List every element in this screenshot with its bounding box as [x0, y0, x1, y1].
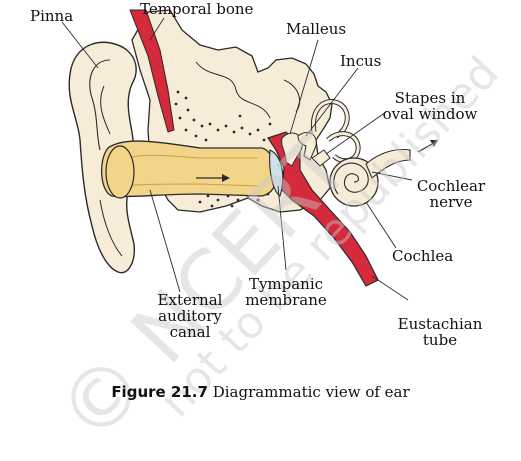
- pinna-fold: [99, 199, 123, 257]
- temporal-bone-vessel: [129, 9, 175, 133]
- incus-shape: [297, 131, 317, 161]
- label-cochlear-line2: nerve: [429, 193, 473, 211]
- leader-lines: [61, 17, 413, 301]
- nerve-arrow: [417, 143, 433, 153]
- label-stapes-line2: oval window: [382, 105, 478, 123]
- cochlea-spiral: [333, 162, 369, 195]
- label-incus: Incus: [340, 52, 382, 70]
- label-temporal-bone: Temporal bone: [140, 0, 254, 18]
- bone-texture: [174, 90, 272, 208]
- label-eustachian-line1: Eustachian: [397, 315, 483, 333]
- label-external-line1: External: [157, 291, 223, 309]
- eustachian-tube-shape: [267, 131, 379, 287]
- semicircular-canal: [311, 100, 349, 138]
- ear-illustration: [61, 9, 438, 301]
- stapes-shape: [311, 149, 331, 167]
- figure-number: Figure 21.7: [111, 383, 208, 401]
- pinna-fold: [100, 85, 111, 135]
- figure-caption: Figure 21.7 Diagrammatic view of ear: [0, 383, 521, 401]
- label-eustachian-line2: tube: [422, 331, 458, 349]
- pinna-fold: [89, 59, 111, 151]
- label-cochlea: Cochlea: [392, 247, 454, 265]
- label-eustachian-tube: Eustachian tube: [390, 316, 490, 348]
- malleus-shape: [281, 132, 303, 167]
- label-tympanic-line1: Tympanic: [248, 275, 324, 293]
- sound-arrowhead: [222, 174, 230, 182]
- label-tympanic-line2: membrane: [245, 291, 327, 309]
- tympanic-membrane-shape: [269, 149, 284, 197]
- label-cochlear-nerve: Cochlear nerve: [406, 178, 496, 210]
- nerve-arrowhead: [430, 140, 438, 147]
- label-external-line2: auditory: [158, 307, 222, 325]
- label-cochlear-line1: Cochlear: [416, 177, 486, 195]
- label-stapes: Stapes in oval window: [370, 90, 490, 122]
- label-stapes-line1: Stapes in: [394, 89, 466, 107]
- label-pinna: Pinna: [30, 7, 74, 25]
- label-malleus: Malleus: [286, 20, 347, 38]
- label-tympanic-membrane: Tympanic membrane: [238, 276, 334, 308]
- cochlear-nerve-shape: [365, 148, 411, 179]
- figure-caption-text: Diagrammatic view of ear: [212, 383, 410, 401]
- canal-opening: [105, 145, 135, 199]
- label-external-auditory-canal: External auditory canal: [150, 292, 230, 340]
- label-external-line3: canal: [169, 323, 211, 341]
- semicircular-canal: [326, 132, 360, 163]
- bone-contour: [195, 61, 271, 119]
